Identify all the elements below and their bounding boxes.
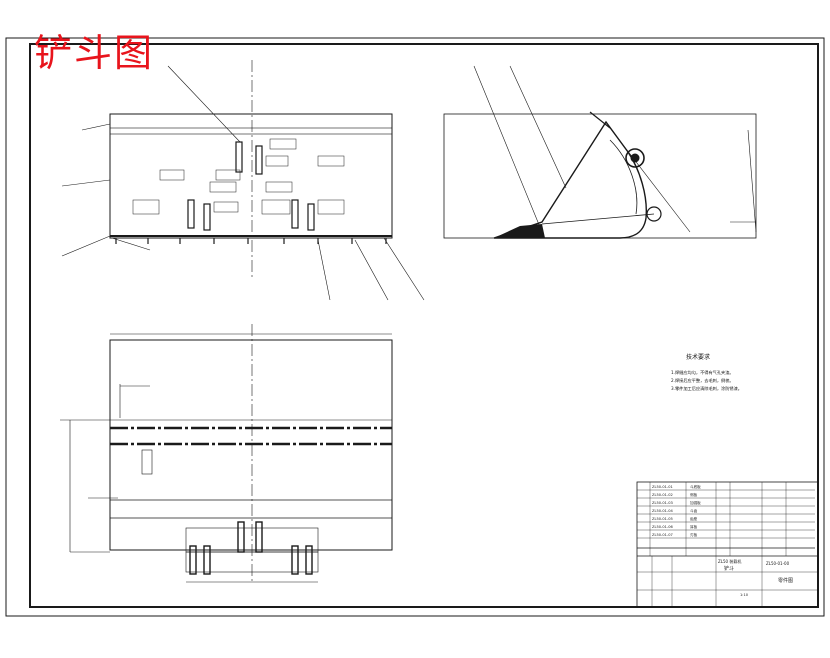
svg-text:侧板: 侧板 <box>690 492 698 497</box>
svg-text:耳板: 耳板 <box>690 524 698 529</box>
top-view <box>60 324 393 583</box>
tech-requirement-2: 2.焊接后应平整，去毛刺，倒棱。 <box>671 378 734 383</box>
svg-text:刃板: 刃板 <box>690 532 698 537</box>
svg-text:ZL50-01-04: ZL50-01-04 <box>652 509 673 513</box>
tech-requirement-1: 1.焊缝应均匀，不得有气孔夹渣。 <box>671 370 734 375</box>
svg-text:铲斗: 铲斗 <box>724 565 734 572</box>
svg-text:ZL50-01-07: ZL50-01-07 <box>652 533 673 537</box>
svg-text:ZL50-01-05: ZL50-01-05 <box>652 517 673 521</box>
tech-requirements-heading: 技术要求 <box>686 354 711 361</box>
svg-text:ZL50-01-01: ZL50-01-01 <box>652 485 673 489</box>
svg-text:ZL50-01-06: ZL50-01-06 <box>652 525 673 529</box>
inner-border <box>29 43 819 608</box>
svg-text:零件图: 零件图 <box>778 577 793 584</box>
front-view <box>61 60 425 301</box>
title-block <box>636 481 819 608</box>
svg-text:ZL50 装载机: ZL50 装载机 <box>718 558 741 564</box>
tech-requirement-3: 3.零件加工后应清除毛刺，涂防锈漆。 <box>671 386 742 391</box>
svg-text:加强板: 加强板 <box>690 500 701 505</box>
svg-text:ZL50-01-02: ZL50-01-02 <box>652 493 673 497</box>
svg-text:斗齿: 斗齿 <box>690 508 698 513</box>
svg-text:ZL50-01-00: ZL50-01-00 <box>766 561 790 566</box>
side-view <box>443 65 757 239</box>
drawing-title: 铲斗图 <box>34 31 155 75</box>
outer-border <box>5 37 825 617</box>
parts-list-text: ZL50-01-01 ZL50-01-02 ZL50-01-03 ZL50-01… <box>652 484 793 597</box>
svg-text:1:10: 1:10 <box>740 593 749 597</box>
svg-text:斗底板: 斗底板 <box>690 484 701 489</box>
svg-text:ZL50-01-03: ZL50-01-03 <box>652 501 673 505</box>
svg-text:齿座: 齿座 <box>690 516 698 521</box>
